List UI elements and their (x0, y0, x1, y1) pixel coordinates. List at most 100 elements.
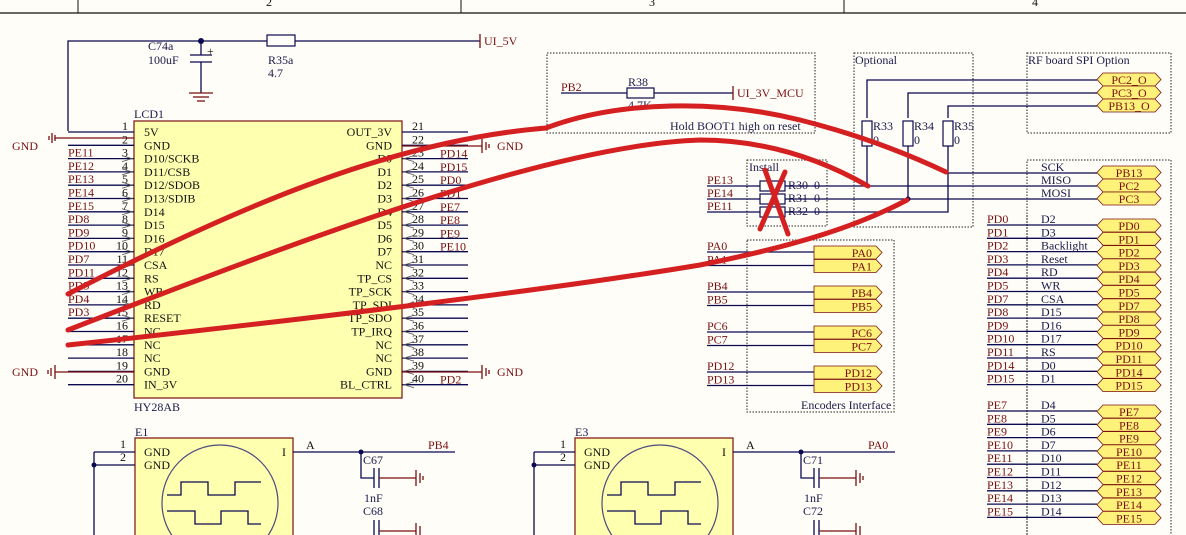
pin-number: 32 (412, 265, 424, 279)
boot-net-in: PB2 (561, 80, 582, 94)
rf-port[interactable] (1096, 98, 1162, 113)
encoder-port[interactable] (813, 245, 883, 260)
pin-number: 38 (412, 345, 424, 359)
lcd-if-net: PE14 (987, 491, 1013, 505)
pin-number: 10 (116, 239, 128, 253)
net-label: PD2 (440, 373, 461, 387)
encoder-cap2-ref: C72 (803, 504, 823, 518)
red-stroke-3 (65, 197, 910, 348)
encoder-net: PB5 (707, 293, 728, 307)
pin-number: 36 (412, 319, 424, 333)
encoder-disc-icon (601, 444, 719, 535)
lcd-if-port-label: PD14 (1115, 365, 1142, 379)
net-label: PD8 (68, 212, 89, 226)
net-label: PE14 (68, 186, 94, 200)
lcd-if-net: PD1 (987, 225, 1008, 239)
pin-number: 26 (412, 186, 424, 200)
lcd-if-port-label: PD3 (1118, 259, 1139, 273)
pin-number: 31 (412, 252, 424, 266)
encoder-net: PD12 (707, 359, 734, 373)
pin-name: GND (144, 138, 170, 152)
net-label: PD11 (68, 265, 95, 279)
lcd-if-port-label: PD8 (1118, 312, 1139, 326)
pin-name: 5V (144, 125, 159, 139)
encoder-port[interactable] (813, 339, 883, 353)
lcd-if-signal: D1 (1041, 372, 1056, 386)
pin-number: 19 (116, 358, 128, 372)
encoder-net-label: PB4 (428, 438, 449, 452)
pin-name: RESET (144, 311, 181, 325)
encoder-net: PB4 (707, 279, 728, 293)
lcd-if-port[interactable] (1096, 378, 1162, 393)
encoder-port[interactable] (813, 259, 883, 273)
net-label: PE10 (440, 240, 466, 254)
lcd-if-port[interactable] (1096, 510, 1162, 525)
encoder-gnd1: GND (144, 445, 170, 459)
lcd-if-net: PD9 (987, 318, 1008, 332)
encoder-port-label: PB5 (851, 300, 872, 314)
pin-name: D14 (144, 205, 165, 219)
pin-number: 35 (412, 305, 424, 319)
install-value: 0 (814, 178, 820, 192)
lcd-if-port-label: PD2 (1118, 246, 1139, 260)
encoder-pin2: 2 (120, 450, 126, 464)
boot-section: PB2 R38 4.7K UI_3V_MCU Hold BOOT1 high o… (546, 52, 816, 134)
lcd-if-port-label: PE15 (1116, 511, 1142, 525)
encoder-port[interactable] (813, 365, 883, 380)
lcd-if-net: PD0 (987, 212, 1008, 226)
pin-number: 2 (122, 132, 128, 146)
encoder-pin2: 2 (560, 450, 566, 464)
encoder-port-label: PA1 (852, 260, 872, 274)
pin-name: TP_CS (357, 271, 392, 285)
pin-number: 5 (122, 172, 128, 186)
optional-value: 0 (954, 133, 960, 147)
net-label: PE9 (440, 226, 460, 240)
lcd-if-net: PD4 (987, 265, 1008, 279)
r38-ref: R38 (628, 75, 648, 89)
pin-number: 28 (412, 212, 424, 226)
column-label-3: 3 (649, 0, 655, 9)
column-label-4: 4 (1032, 0, 1038, 9)
net-label: PE7 (440, 200, 460, 214)
lcd-if-signal: RD (1041, 265, 1058, 279)
encoder-net: PD13 (707, 373, 734, 387)
lcd-if-signal: D4 (1041, 398, 1056, 412)
lcd-if-port-label: PE9 (1119, 432, 1139, 446)
encoder-port[interactable] (813, 285, 883, 300)
encoder-cap1-ref: C71 (803, 453, 823, 467)
c74a-value: 100uF (148, 53, 179, 67)
pin-name: D13/SDIB (144, 192, 195, 206)
encoders-title: Encoders Interface (801, 398, 891, 412)
encoder-port[interactable] (813, 325, 883, 340)
pin-number: 16 (116, 319, 128, 333)
lcd-if-net: PE7 (987, 398, 1007, 412)
encoder-port[interactable] (813, 379, 883, 393)
net-label: PD4 (68, 292, 89, 306)
cross-stroke-2 (757, 169, 788, 232)
lcd-if-signal: D6 (1041, 425, 1056, 439)
encoder-in-label: I (722, 445, 726, 459)
encoder-net: PC6 (707, 319, 728, 333)
boot-note: Hold BOOT1 high on reset (670, 119, 801, 133)
lcd-if-net: PD5 (987, 279, 1008, 293)
encoder-port-label: PC6 (851, 326, 872, 340)
pin-number: 39 (412, 358, 424, 372)
pin-name: NC (375, 338, 392, 352)
spi-port[interactable] (1096, 191, 1162, 206)
lcd-if-signal: Reset (1041, 252, 1068, 266)
install-ref: R32 (788, 204, 808, 218)
lcd-if-net: PD10 (987, 332, 1014, 346)
encoder-net-label: PA0 (868, 438, 888, 452)
lcd-if-net: PD15 (987, 372, 1014, 386)
red-stroke-2 (65, 137, 871, 333)
r35a-ref: R35a (268, 53, 294, 67)
pin-name: D12/SDOB (144, 178, 200, 192)
pin-number: 6 (122, 186, 128, 200)
pin-number: 9 (122, 225, 128, 239)
encoder-port[interactable] (813, 299, 883, 313)
encoder-net: PC7 (707, 333, 728, 347)
spi-signal-name: SCK (1041, 160, 1065, 174)
pin-name: D6 (377, 231, 392, 245)
